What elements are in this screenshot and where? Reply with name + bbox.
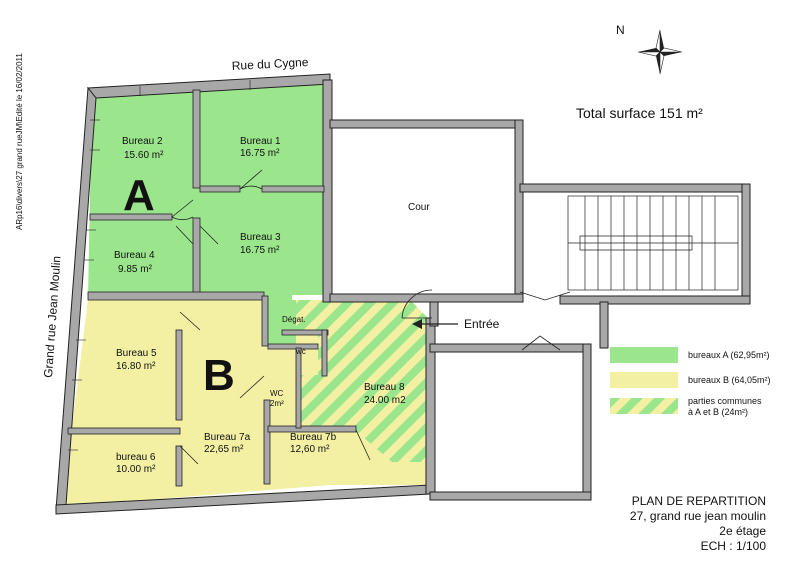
entree-label: Entrée bbox=[464, 317, 500, 331]
wall-cour-top bbox=[329, 119, 521, 129]
room-area: 16.80 m² bbox=[116, 361, 156, 372]
room-name: Bureau 7b bbox=[290, 432, 337, 443]
compass-label: N bbox=[616, 23, 625, 37]
entry-arrow-icon bbox=[412, 319, 458, 329]
wall-b5-b6 bbox=[67, 427, 181, 435]
title-block: PLAN DE REPARTITION 27, grand rue jean m… bbox=[630, 494, 766, 553]
street-west-label: Grand rue Jean Moulin bbox=[41, 255, 63, 378]
room-area: 22,65 m² bbox=[204, 444, 244, 455]
title-line-4: ECH : 1/100 bbox=[701, 539, 767, 553]
room-area: 12,60 m² bbox=[290, 444, 330, 455]
wall-lower-right-bottom bbox=[429, 491, 592, 501]
door-b3 bbox=[199, 225, 219, 245]
wall-b5-b7a bbox=[175, 329, 183, 421]
door-b7b bbox=[355, 429, 371, 461]
degagement-label: Dégat. bbox=[282, 315, 306, 324]
legend-swatch-a bbox=[610, 347, 678, 363]
total-surface-label: Total surface 151 m² bbox=[576, 105, 703, 121]
window-marks bbox=[68, 80, 251, 451]
wall-entry-left bbox=[429, 301, 439, 327]
door-b7a bbox=[239, 375, 265, 399]
door-b5 bbox=[179, 311, 201, 331]
title-line-1: PLAN DE REPARTITION bbox=[632, 494, 766, 508]
street-north-label: Rue du Cygne bbox=[231, 55, 309, 73]
wall-b4-b3 bbox=[192, 217, 201, 297]
room-name: bureau 6 bbox=[116, 452, 156, 463]
room-area: 9.85 m² bbox=[118, 264, 153, 275]
wc-lower-label: WC bbox=[270, 389, 284, 398]
door-lower bbox=[521, 335, 561, 351]
wall-b7a-top bbox=[261, 295, 269, 347]
room-area: 16.75 m² bbox=[240, 245, 280, 256]
zone-b-letter: B bbox=[203, 351, 235, 400]
title-line-3: 2e étage bbox=[719, 524, 766, 538]
door-entry-2 bbox=[519, 291, 571, 301]
legend: bureaux A (62,95m²) bureaux B (64,05m²) … bbox=[610, 347, 771, 417]
room-name: Bureau 2 bbox=[122, 136, 163, 147]
zone-a-letter: A bbox=[123, 171, 155, 220]
wall-lower-right-right bbox=[582, 343, 592, 499]
room-area: 16.75 m² bbox=[240, 148, 280, 159]
legend-label-common: parties communes bbox=[688, 396, 762, 406]
wall-cour-bottom bbox=[329, 293, 524, 303]
wc-upper-label: wc bbox=[295, 347, 306, 356]
legend-swatch-common bbox=[610, 398, 678, 414]
room-labels: Bureau 2 15.60 m² Bureau 1 16.75 m² Bure… bbox=[114, 136, 406, 475]
wall-b6-b7a bbox=[175, 445, 183, 487]
door-b2 bbox=[171, 199, 194, 221]
wall-stair-bottom bbox=[559, 295, 751, 305]
common-parts-fill bbox=[296, 300, 428, 462]
wall-wc-top bbox=[267, 343, 319, 350]
staircase bbox=[567, 195, 739, 291]
room-area: 10.00 m² bbox=[116, 464, 156, 475]
wall-lower-right-top bbox=[429, 343, 591, 353]
wall-b2-b1 bbox=[192, 89, 201, 189]
room-name: Bureau 7a bbox=[204, 432, 251, 443]
legend-label-common-2: à A et B (24m²) bbox=[688, 407, 748, 417]
wall-a-b-left bbox=[87, 291, 265, 301]
room-name: Bureau 1 bbox=[240, 136, 281, 147]
legend-label-b: bureaux B (64,05m²) bbox=[688, 375, 771, 385]
room-name: Bureau 4 bbox=[114, 250, 155, 261]
room-area: 15.60 m² bbox=[124, 150, 164, 161]
wc-lower-area: 2m² bbox=[270, 399, 284, 408]
wall-wc2-top bbox=[281, 329, 329, 336]
wall-wc2-right bbox=[321, 329, 328, 377]
legend-swatch-b bbox=[610, 372, 678, 388]
room-name: Bureau 3 bbox=[240, 232, 281, 243]
side-note: ARp16\divers\27 grand rueJM\Edité le 16/… bbox=[15, 53, 24, 230]
wall-stair-top bbox=[519, 183, 749, 193]
legend-label-a: bureaux A (62,95m²) bbox=[688, 350, 770, 360]
wall-b1-bottom-right bbox=[261, 185, 325, 193]
wall-entry-right bbox=[599, 301, 609, 349]
wall-b7b-top bbox=[267, 425, 357, 433]
wall-b7a-b7b bbox=[263, 399, 271, 485]
compass-icon bbox=[637, 29, 683, 75]
cour-label: Cour bbox=[408, 202, 430, 213]
wall-stair-right bbox=[741, 183, 751, 305]
title-line-2: 27, grand rue jean moulin bbox=[630, 509, 766, 523]
door-b4 bbox=[175, 225, 194, 245]
room-name: Bureau 5 bbox=[116, 348, 157, 359]
room-name: Bureau 8 bbox=[364, 382, 405, 393]
wall-b1-bottom bbox=[199, 185, 241, 193]
door-entry bbox=[401, 289, 433, 319]
wall-cour-right bbox=[514, 119, 524, 301]
door-b1 bbox=[239, 169, 263, 190]
room-area: 24.00 m2 bbox=[364, 395, 406, 406]
wall-wc-right bbox=[295, 347, 302, 429]
door-b6 bbox=[179, 445, 199, 465]
